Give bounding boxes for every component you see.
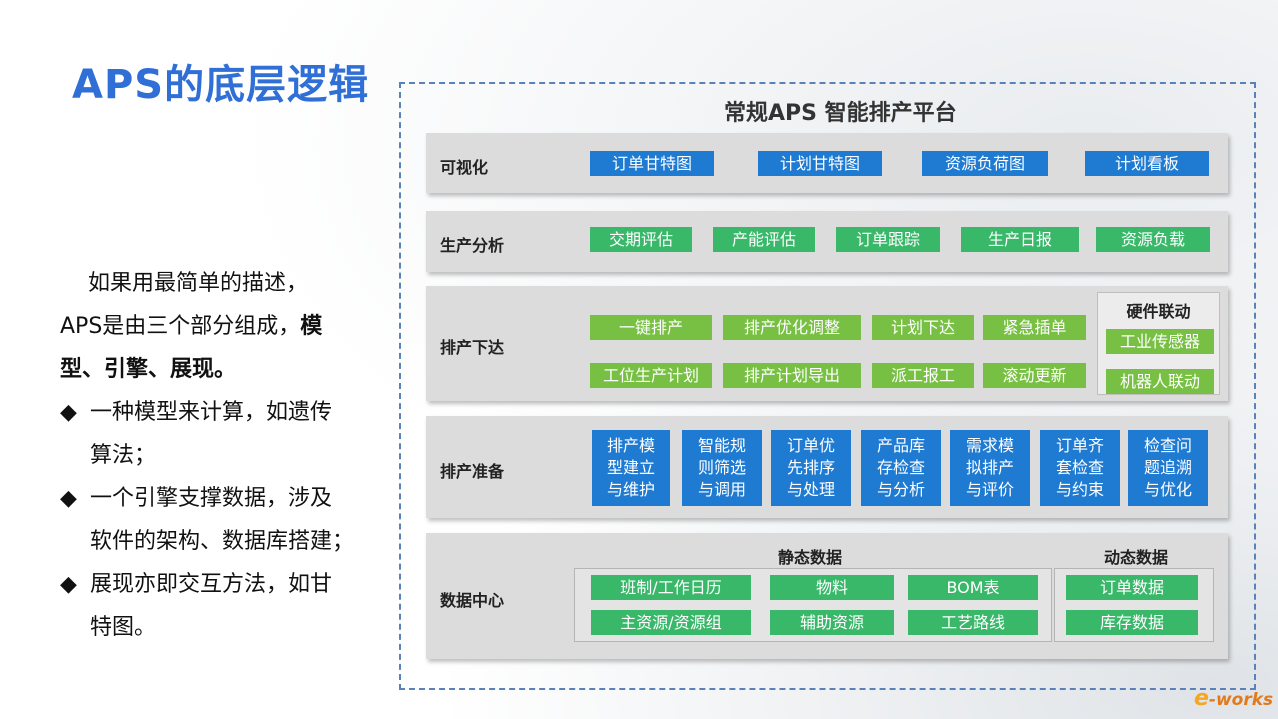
platform-frame <box>399 82 1256 690</box>
box-order-data: 订单数据 <box>1066 575 1198 600</box>
box-line: 订单齐 <box>1055 436 1104 455</box>
box-shift-calendar: 班制/工作日历 <box>591 575 751 600</box>
bullet-line: 展现亦即交互方法，如甘 <box>90 572 333 597</box>
box-line: 题追溯 <box>1143 458 1192 477</box>
box-model-build: 排产模 型建立 与维护 <box>592 430 670 506</box>
layer-label: 数据中心 <box>440 591 505 610</box>
diamond-bullet-icon: ◆ <box>60 400 77 425</box>
diamond-bullet-icon: ◆ <box>60 486 77 511</box>
diamond-bullet-icon: ◆ <box>60 572 77 597</box>
box-rule-filter: 智能规 则筛选 与调用 <box>682 430 762 506</box>
layer-label: 生产分析 <box>440 236 505 255</box>
box-aux-resource: 辅助资源 <box>770 610 894 635</box>
hardware-title: 硬件联动 <box>1126 302 1191 321</box>
logo-letter: e <box>1194 686 1209 711</box>
box-capacity-eval: 产能评估 <box>713 227 815 252</box>
intro-bold-2: 型、引擎、展现。 <box>60 357 237 382</box>
box-line: 检查问 <box>1143 436 1192 455</box>
intro-bold-1: 模 <box>300 314 323 339</box>
description-text: 如果用最简单的描述， APS是由三个部分组成，模 型、引擎、展现。 ◆ 一种模型… <box>60 262 370 649</box>
box-dispatch-report: 派工报工 <box>872 363 974 388</box>
box-urgent-insert: 紧急插单 <box>983 315 1086 340</box>
platform-title: 常规APS 智能排产平台 <box>724 101 957 126</box>
box-process-route: 工艺路线 <box>908 610 1038 635</box>
box-line: 与分析 <box>876 480 925 499</box>
static-data-panel: 班制/工作日历 物料 BOM表 主资源/资源组 辅助资源 工艺路线 <box>574 568 1052 642</box>
box-order-gantt: 订单甘特图 <box>590 151 714 176</box>
layer-label: 排产下达 <box>440 338 505 357</box>
box-plan-gantt: 计划甘特图 <box>758 151 882 176</box>
layer-data-center: 数据中心 静态数据 动态数据 班制/工作日历 物料 BOM表 主资源/资源组 辅… <box>426 533 1228 659</box>
intro-line-1: 如果用最简单的描述， <box>88 271 309 296</box>
box-order-priority: 订单优 先排序 与处理 <box>771 430 851 506</box>
box-station-plan: 工位生产计划 <box>590 363 712 388</box>
layer-production-analysis: 生产分析 交期评估 产能评估 订单跟踪 生产日报 资源负载 <box>426 211 1228 272</box>
box-schedule-optimize: 排产优化调整 <box>723 315 861 340</box>
box-line: 先排序 <box>786 458 835 477</box>
bullet-line: 软件的架构、数据库搭建； <box>90 529 355 554</box>
bullet-item-model: ◆ 一种模型来计算，如遗传 算法； <box>60 391 370 477</box>
box-bom: BOM表 <box>908 575 1038 600</box>
layer-scheduling-prep: 排产准备 排产模 型建立 与维护 智能规 则筛选 与调用 订单优 先排序 与处理… <box>426 416 1228 518</box>
intro-line-2: APS是由三个部分组成，模 <box>60 305 370 348</box>
box-line: 订单优 <box>786 436 835 455</box>
dynamic-data-title: 动态数据 <box>1104 548 1169 567</box>
box-material: 物料 <box>770 575 894 600</box>
bullet-item-display: ◆ 展现亦即交互方法，如甘 特图。 <box>60 563 370 649</box>
box-main-resource: 主资源/资源组 <box>591 610 751 635</box>
box-rolling-update: 滚动更新 <box>983 363 1086 388</box>
hardware-linkage-panel: 硬件联动 工业传感器 机器人联动 <box>1097 292 1220 395</box>
box-line: 与评价 <box>965 480 1014 499</box>
box-issue-trace: 检查问 题追溯 与优化 <box>1128 430 1208 506</box>
box-delivery-eval: 交期评估 <box>590 227 692 252</box>
box-line: 排产模 <box>606 436 655 455</box>
box-demand-simulation: 需求模 拟排产 与评价 <box>950 430 1030 506</box>
box-industrial-sensor: 工业传感器 <box>1106 329 1214 354</box>
bullet-line: 特图。 <box>90 615 157 640</box>
bullet-line: 一个引擎支撑数据，涉及 <box>90 486 333 511</box>
box-plan-export: 排产计划导出 <box>723 363 861 388</box>
box-line: 与调用 <box>697 480 746 499</box>
box-order-kitting: 订单齐 套检查 与约束 <box>1040 430 1120 506</box>
box-robot-linkage: 机器人联动 <box>1106 369 1214 394</box>
box-line: 拟排产 <box>965 458 1014 477</box>
dynamic-data-panel: 订单数据 库存数据 <box>1054 568 1214 642</box>
box-line: 智能规 <box>697 436 746 455</box>
box-line: 与处理 <box>786 480 835 499</box>
static-data-title: 静态数据 <box>778 548 843 567</box>
layer-scheduling-dispatch: 排产下达 一键排产 排产优化调整 计划下达 紧急插单 工位生产计划 排产计划导出… <box>426 286 1228 401</box>
box-line: 与优化 <box>1143 480 1192 499</box>
box-line: 型建立 <box>606 458 655 477</box>
box-line: 与维护 <box>606 480 655 499</box>
box-plan-board: 计划看板 <box>1085 151 1209 176</box>
box-order-tracking: 订单跟踪 <box>836 227 940 252</box>
intro-plain: APS是由三个部分组成， <box>60 314 301 339</box>
box-line: 与约束 <box>1055 480 1104 499</box>
box-line: 则筛选 <box>697 458 746 477</box>
box-inventory-data: 库存数据 <box>1066 610 1198 635</box>
layer-label: 可视化 <box>440 158 489 177</box>
intro-line-3: 型、引擎、展现。 <box>60 348 370 391</box>
logo-text: -works <box>1208 690 1274 710</box>
eworks-logo: e-works <box>1194 686 1273 711</box>
bullet-line: 一种模型来计算，如遗传 <box>90 400 333 425</box>
bullet-item-engine: ◆ 一个引擎支撑数据，涉及 软件的架构、数据库搭建； <box>60 477 370 563</box>
box-inventory-check: 产品库 存检查 与分析 <box>861 430 941 506</box>
box-one-click-schedule: 一键排产 <box>590 315 712 340</box>
layer-visualization: 可视化 订单甘特图 计划甘特图 资源负荷图 计划看板 <box>426 133 1228 193</box>
slide-title: APS的底层逻辑 <box>72 62 370 108</box>
box-line: 产品库 <box>876 436 925 455</box>
box-resource-load: 资源负载 <box>1096 227 1210 252</box>
box-resource-load-chart: 资源负荷图 <box>922 151 1048 176</box>
box-line: 存检查 <box>876 458 925 477</box>
box-plan-release: 计划下达 <box>872 315 974 340</box>
box-line: 需求模 <box>965 436 1014 455</box>
layer-label: 排产准备 <box>440 462 505 481</box>
box-line: 套检查 <box>1055 458 1104 477</box>
box-daily-report: 生产日报 <box>961 227 1079 252</box>
bullet-line: 算法； <box>90 443 157 468</box>
